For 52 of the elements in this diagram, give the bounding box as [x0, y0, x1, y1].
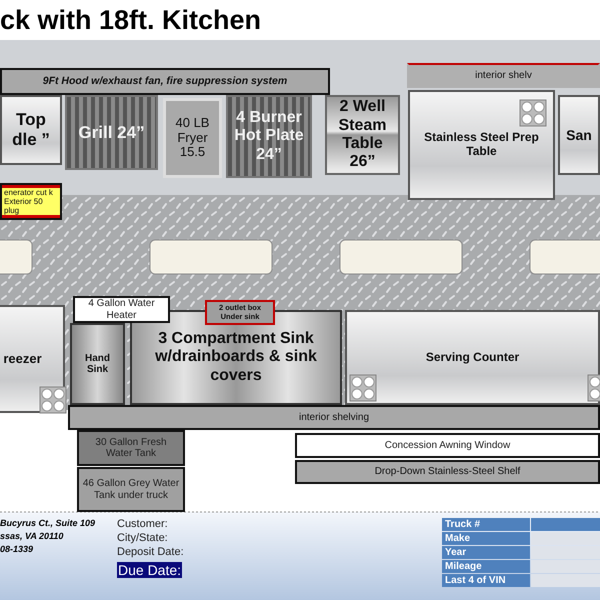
equipment-label: Serving Counter: [424, 350, 520, 364]
equipment-label: 4 Burner Hot Plate 24”: [233, 108, 305, 164]
equipment-label: 4 Gallon Water Heater: [87, 298, 156, 321]
equipment-box: [0, 305, 65, 413]
equipment-label: Concession Awning Window: [384, 440, 512, 452]
equipment-box: [408, 90, 555, 200]
equipment-box: [73, 296, 170, 323]
steam-table-box: [325, 95, 400, 175]
fryer-box: [163, 98, 222, 178]
form-field-label: Deposit Date:: [117, 546, 184, 558]
address-line: ssas, VA 20110: [0, 531, 64, 541]
address-line: 08-1339: [0, 544, 34, 554]
form-field-label: Customer:: [117, 518, 168, 530]
sink-box: [70, 323, 125, 405]
equipment-box: [295, 433, 600, 458]
equipment-label: Stainless Steel Prep Table: [423, 131, 540, 159]
table-header-cell: Year: [442, 546, 530, 559]
page-title: ck with 18ft. Kitchen: [0, 4, 262, 37]
form-field-label: City/State:: [117, 532, 168, 544]
table-header-cell: Truck #: [442, 518, 530, 531]
equipment-label: interior shelv: [474, 70, 533, 82]
shelf-bar: [295, 460, 600, 484]
table-header-cell: Last 4 of VIN: [442, 574, 530, 587]
equipment-box: [345, 310, 600, 405]
equipment-label: 2 Well Steam Table 26”: [337, 98, 388, 172]
shelf-bar: [68, 405, 600, 430]
equipment-label: 46 Gallon Grey Water Tank under truck: [82, 478, 180, 501]
table-header-cell: Make: [442, 532, 530, 545]
equipment-label: Hand Sink: [84, 352, 111, 376]
equipment-label: reezer: [2, 352, 43, 366]
equipment-label: San: [565, 126, 593, 144]
note-box: [205, 300, 275, 325]
equipment-box: [65, 95, 158, 170]
equipment-box: [226, 95, 312, 178]
equipment-box: [0, 95, 62, 165]
form-field-label: Due Date:: [117, 562, 182, 578]
equipment-label: 40 LB Fryer 15.5: [174, 116, 210, 160]
equipment-label: 3 Compartment Sink w/drainboards & sink covers: [154, 330, 318, 386]
tank-box: [77, 467, 185, 512]
shelf-bar: [407, 63, 600, 88]
shelf-bar: [0, 68, 330, 95]
equipment-label: Drop-Down Stainless-Steel Shelf: [374, 466, 522, 478]
address-line: Bucyrus Ct., Suite 109: [0, 518, 96, 528]
equipment-box: [558, 95, 600, 175]
note-text: enerator cut k Exterior 50 plug: [2, 188, 60, 216]
equipment-label: interior shelving: [298, 412, 370, 424]
equipment-label: 30 Gallon Fresh Water Tank: [94, 436, 168, 460]
equipment-label: Grill 24”: [77, 122, 146, 142]
tank-box: [77, 430, 185, 466]
equipment-label: 9Ft Hood w/exhaust fan, fire suppression system: [42, 75, 288, 88]
table-header-cell: Mileage: [442, 560, 530, 573]
equipment-label: Top dle ”: [11, 110, 51, 150]
